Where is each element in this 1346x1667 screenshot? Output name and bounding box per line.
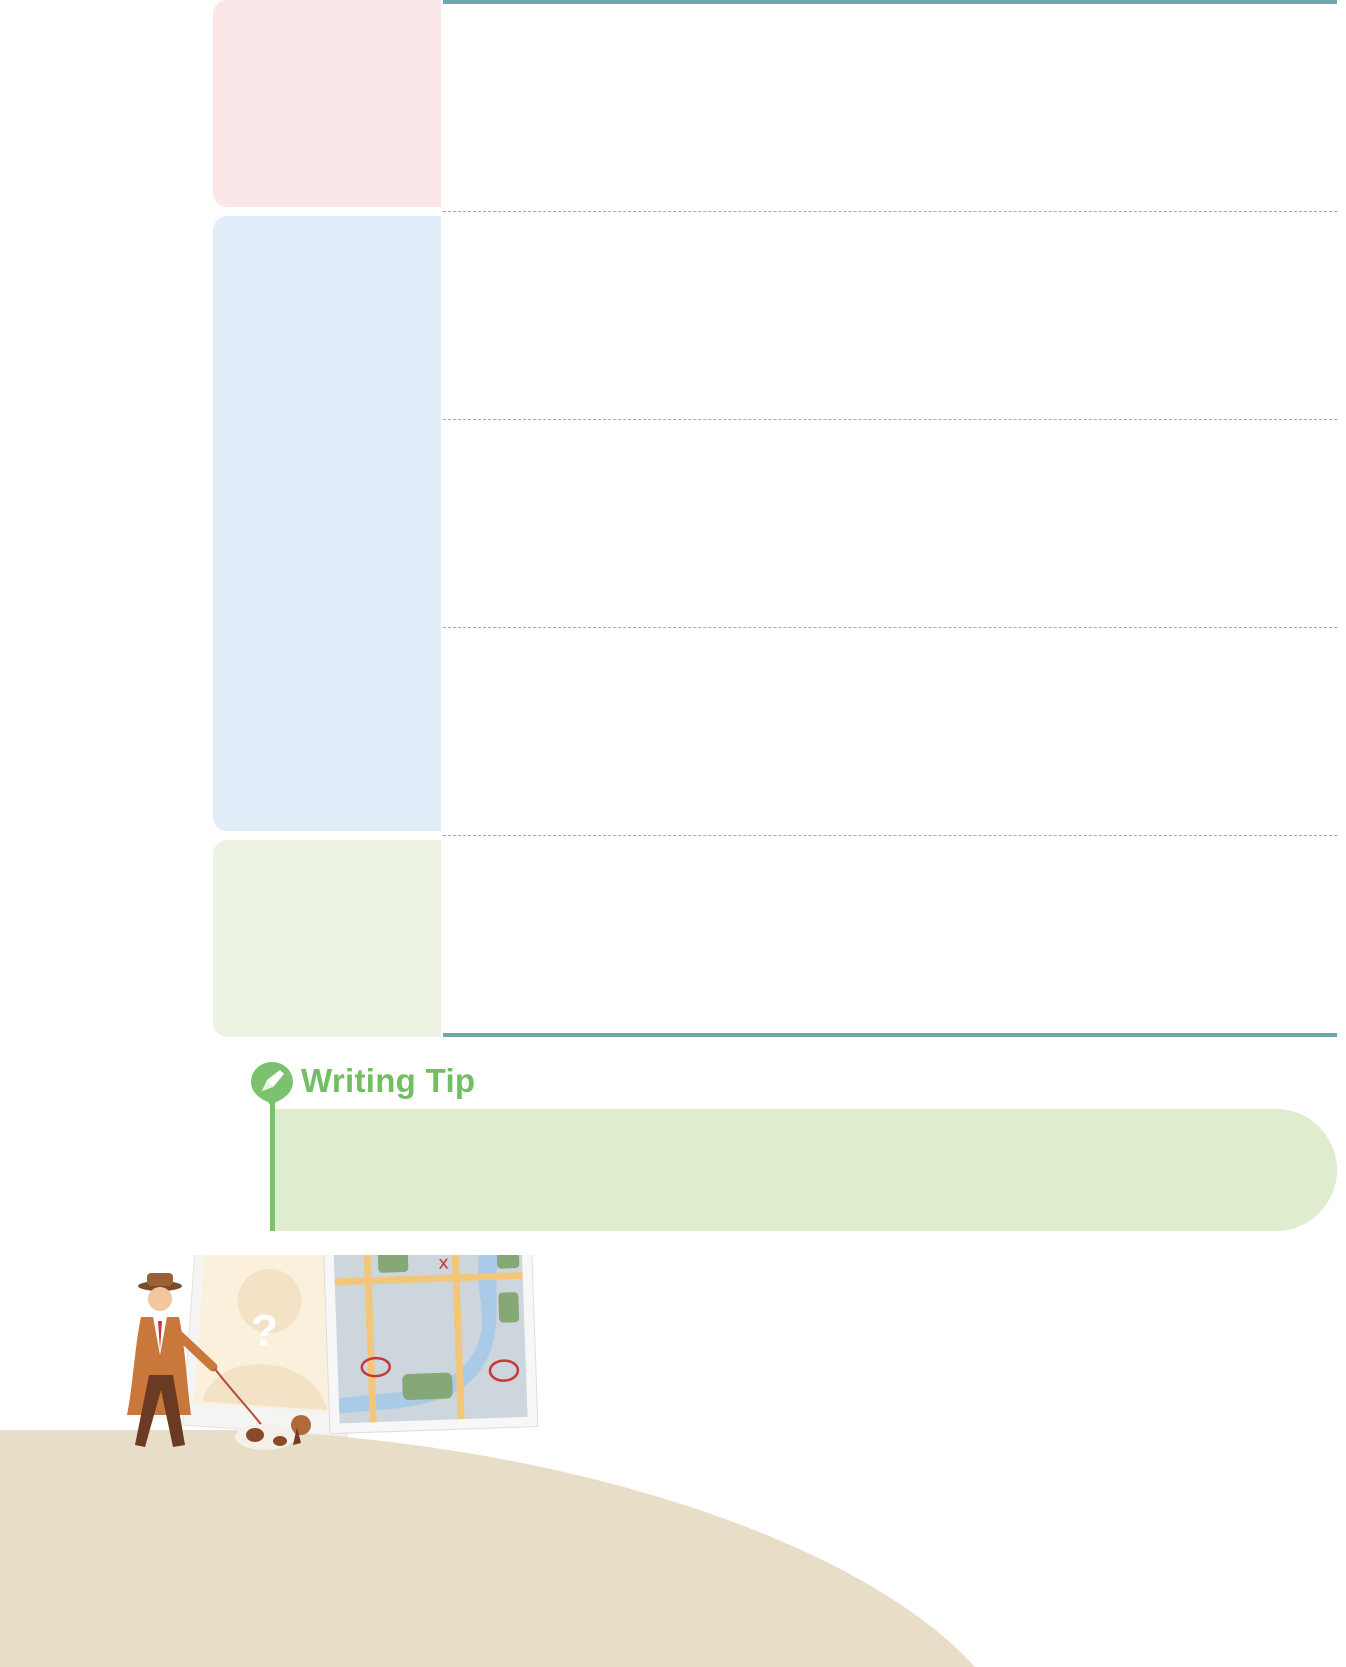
ground-shape xyxy=(0,1430,975,1667)
section-label-panel-pink xyxy=(213,0,441,207)
map-icon: x xyxy=(322,1255,539,1435)
dog-icon xyxy=(235,1415,311,1450)
bottom-rule xyxy=(443,1033,1337,1037)
photo-question-mark: ? xyxy=(251,1306,278,1355)
writing-tip-box[interactable] xyxy=(275,1109,1337,1231)
writing-line-4[interactable] xyxy=(443,835,1337,836)
svg-text:x: x xyxy=(438,1255,450,1274)
writing-tip-title: Writing Tip xyxy=(301,1062,476,1099)
suspect-photo xyxy=(182,1255,363,1438)
detective-illustration: ? thief x xyxy=(127,1255,539,1450)
writing-line-2[interactable] xyxy=(443,419,1337,420)
section-label-panel-green xyxy=(213,840,441,1037)
tip-stem xyxy=(270,1095,275,1231)
top-rule xyxy=(443,0,1337,4)
section-label-panel-blue xyxy=(213,216,441,831)
detective-icon xyxy=(127,1273,218,1447)
writing-line-3[interactable] xyxy=(443,627,1337,628)
pencil-tip-icon xyxy=(251,1062,293,1108)
writing-line-1[interactable] xyxy=(443,211,1337,212)
